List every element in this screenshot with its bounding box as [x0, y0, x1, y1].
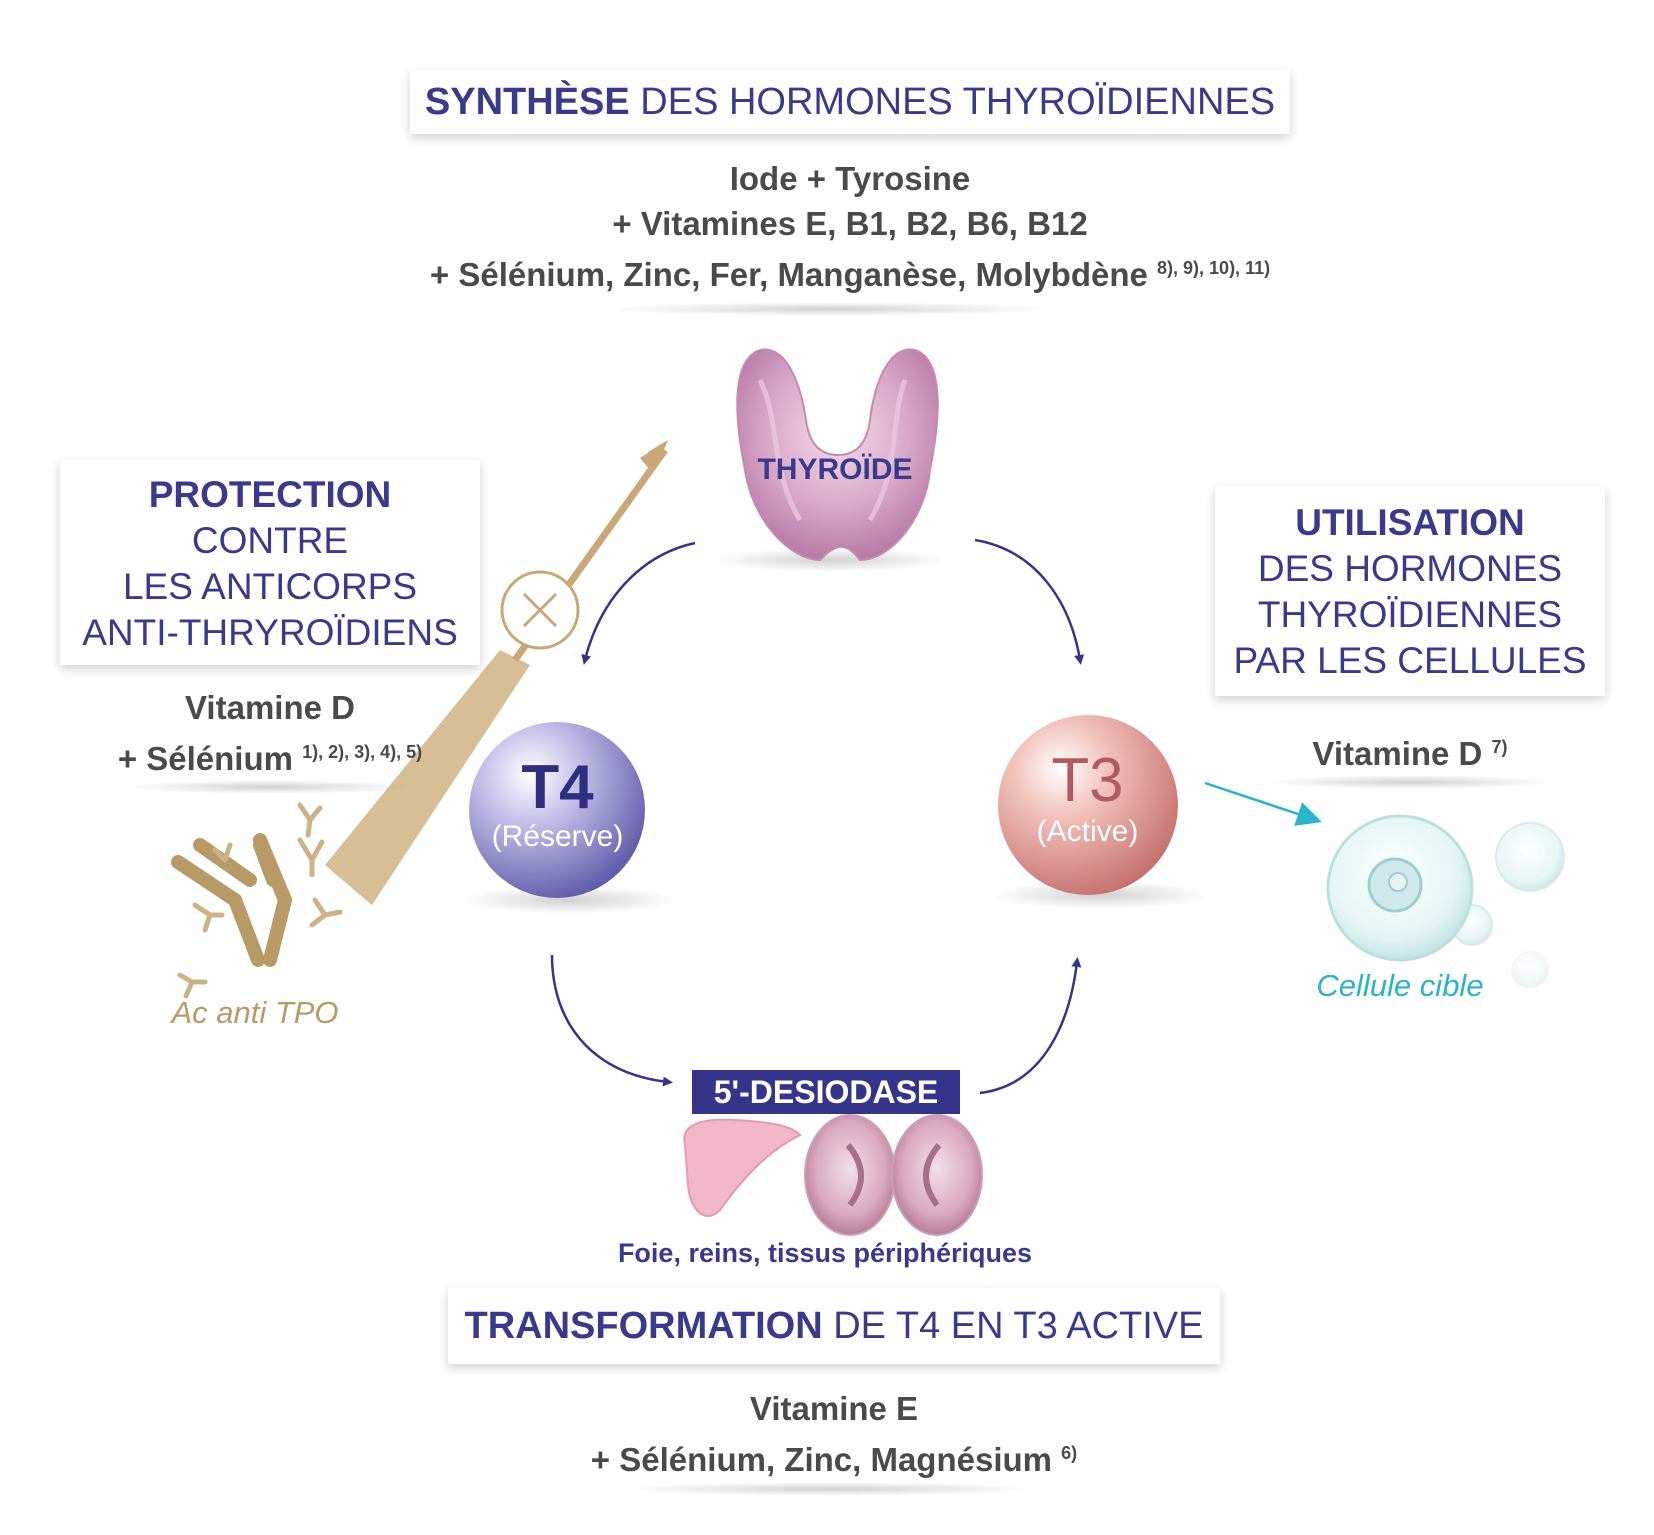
protection-divider	[120, 780, 420, 794]
utilisation-divider	[1260, 775, 1560, 789]
synthesis-nutrients: Iode + Tyrosine + Vitamines E, B1, B2, B…	[380, 156, 1320, 297]
arrow-t4-to-enzyme	[550, 954, 673, 1087]
protection-title-line-3: ANTI-THRYROÏDIENS	[82, 612, 458, 653]
transformation-line-1: Vitamine E	[749, 1390, 919, 1427]
cell-label: Cellule cible	[1316, 968, 1484, 1003]
utilisation-refs: 7)	[1491, 737, 1508, 757]
arrow-enzyme-to-t3	[979, 957, 1082, 1095]
synthesis-title-rest: DES HORMONES THYROÏDIENNES	[629, 81, 1276, 123]
transformation-line-2: + Sélénium, Zinc, Magnésium	[590, 1441, 1052, 1478]
target-cell-illustration	[1326, 814, 1565, 989]
t3-name: T3	[1051, 746, 1124, 815]
protection-line-2-wrap: + Sélénium 1), 2), 3), 4), 5)	[60, 730, 480, 781]
t4-sub: (Réserve)	[491, 820, 624, 853]
utilisation-line-1: Vitamine D	[1312, 735, 1483, 772]
transformation-nutrients: Vitamine E + Sélénium, Zinc, Magnésium 6…	[448, 1386, 1220, 1482]
synthesis-title-box: SYNTHÈSE DES HORMONES THYROÏDIENNES	[410, 70, 1290, 134]
protection-line-1: Vitamine D	[185, 689, 355, 726]
synthesis-refs: 8), 9), 10), 11)	[1157, 258, 1271, 278]
transformation-divider	[620, 1482, 1040, 1496]
blocked-attack-arrow	[325, 440, 668, 905]
utilisation-title-line-3: PAR LES CELLULES	[1233, 640, 1587, 681]
protection-title-box: PROTECTION CONTRE LES ANTICORPS ANTI-THR…	[60, 460, 480, 665]
synthesis-line-3-wrap: + Sélénium, Zinc, Fer, Manganèse, Molybd…	[380, 246, 1320, 297]
utilisation-title-box: UTILISATION DES HORMONES THYROÏDIENNES P…	[1215, 486, 1605, 696]
transformation-refs: 6)	[1061, 1443, 1078, 1463]
transformation-line-2-wrap: + Sélénium, Zinc, Magnésium 6)	[448, 1431, 1220, 1482]
utilisation-title-line-1: DES HORMONES	[1257, 548, 1563, 589]
antibody-label: Ac anti TPO	[171, 995, 339, 1030]
protection-refs: 1), 2), 3), 4), 5)	[302, 742, 423, 762]
transformation-title-box: TRANSFORMATION DE T4 EN T3 ACTIVE	[448, 1288, 1220, 1364]
protection-title-line-2: LES ANTICORPS	[122, 566, 418, 607]
t4-name: T4	[521, 753, 594, 822]
t3-sub: (Active)	[1036, 815, 1139, 848]
enzyme-label: 5'-DESIODASE	[692, 1070, 960, 1114]
t4-sphere	[460, 722, 680, 914]
protection-line-2: + Sélénium	[117, 740, 293, 777]
transformation-title-rest: DE T4 EN T3 ACTIVE	[822, 1305, 1204, 1347]
synthesis-title-bold: SYNTHÈSE	[424, 81, 630, 123]
protection-nutrients: Vitamine D + Sélénium 1), 2), 3), 4), 5)	[60, 685, 480, 781]
protection-title-bold: PROTECTION	[148, 474, 392, 515]
arrow-thyroid-to-t4	[581, 541, 696, 665]
synthesis-line-2: + Vitamines E, B1, B2, B6, B12	[612, 205, 1088, 242]
utilisation-title-line-2: THYROÏDIENNES	[1257, 594, 1563, 635]
arrow-thyroid-to-t3	[974, 538, 1085, 665]
organs-label: Foie, reins, tissus périphériques	[617, 1238, 1033, 1268]
transformation-title-bold: TRANSFORMATION	[464, 1305, 823, 1347]
synthesis-line-3: + Sélénium, Zinc, Fer, Manganèse, Molybd…	[429, 256, 1148, 293]
thyroid-illustration	[710, 348, 950, 572]
synthesis-divider	[600, 302, 1060, 316]
antibody-illustration	[171, 802, 343, 999]
arrow-t3-to-cell	[1204, 781, 1322, 826]
utilisation-nutrients: Vitamine D 7)	[1215, 725, 1605, 776]
synthesis-line-1: Iode + Tyrosine	[729, 160, 971, 197]
utilisation-title-bold: UTILISATION	[1295, 502, 1525, 543]
t3-sphere	[990, 715, 1210, 909]
organs-illustration	[683, 1114, 983, 1236]
thyroid-label: THYROÏDE	[757, 453, 913, 486]
protection-title-line-1: CONTRE	[191, 520, 349, 561]
utilisation-line-1-wrap: Vitamine D 7)	[1215, 725, 1605, 776]
